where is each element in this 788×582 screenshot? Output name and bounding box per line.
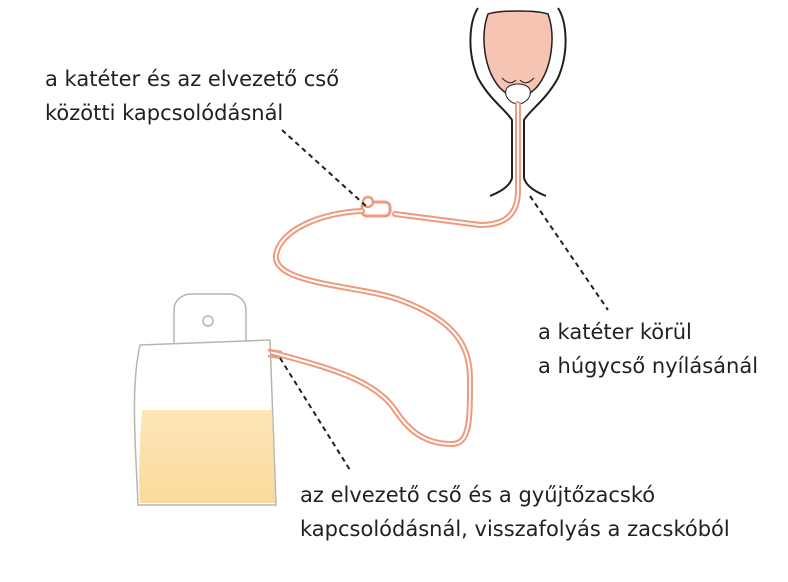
label-bag-connection-line1: az elvezető cső és a gyűjtőzacskó (300, 483, 656, 507)
bag-inlet (267, 348, 283, 360)
catheter-tube (392, 101, 521, 229)
label-urethral-opening: a katéter körül a húgycső nyílásánál (538, 315, 758, 383)
label-bag-connection-line2: kapcsolódásnál, visszafolyás a zacskóból (300, 517, 730, 541)
bladder (469, 7, 567, 197)
collection-bag (133, 293, 283, 506)
bag-urine (139, 410, 275, 503)
catheter-connector (360, 195, 392, 218)
leader-line-connector (281, 129, 367, 207)
catheter-balloon (505, 83, 531, 105)
label-urethral-opening-line1: a katéter körül (538, 320, 692, 344)
leader-line-urethra (529, 195, 609, 311)
bladder-wall (469, 7, 567, 197)
label-bag-connection: az elvezető cső és a gyűjtőzacskó kapcso… (300, 478, 730, 546)
bag-hanger-hole (202, 315, 214, 327)
drainage-tube (267, 208, 474, 448)
leader-line-bag (279, 357, 351, 471)
label-urethral-opening-line2: a húgycső nyílásánál (538, 354, 759, 378)
label-catheter-connection: a katéter és az elvezető cső közötti kap… (45, 62, 339, 130)
bladder-neck-lines (501, 77, 535, 84)
leader-lines (279, 129, 609, 471)
label-catheter-connection-line1: a katéter és az elvezető cső (45, 67, 340, 91)
label-catheter-connection-line2: közötti kapcsolódásnál (45, 101, 284, 125)
